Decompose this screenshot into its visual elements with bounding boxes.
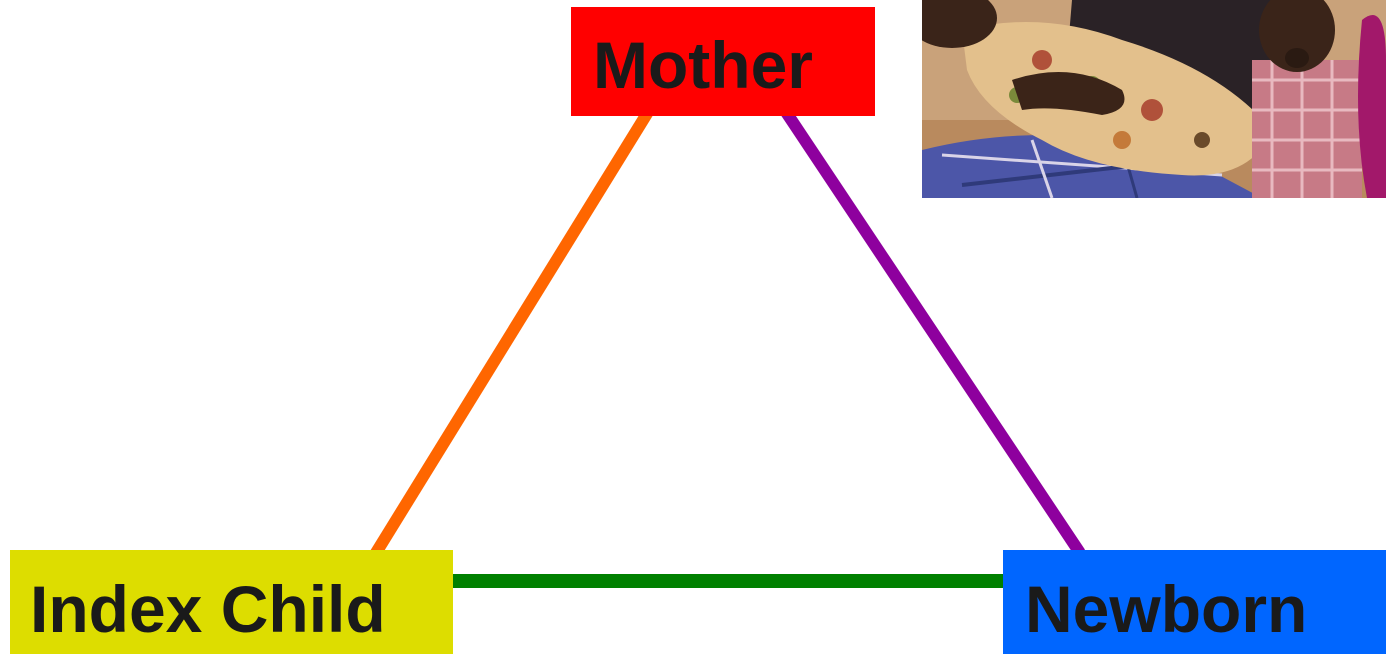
node-index-child-label: Index Child [30,576,386,642]
node-newborn: Newborn [1003,550,1386,654]
node-mother: Mother [571,7,875,116]
node-index-child: Index Child [10,550,453,654]
edge-mother-newborn [786,112,1080,553]
node-mother-label: Mother [593,32,813,98]
edge-mother-index-child [374,112,648,556]
node-newborn-label: Newborn [1025,576,1307,642]
